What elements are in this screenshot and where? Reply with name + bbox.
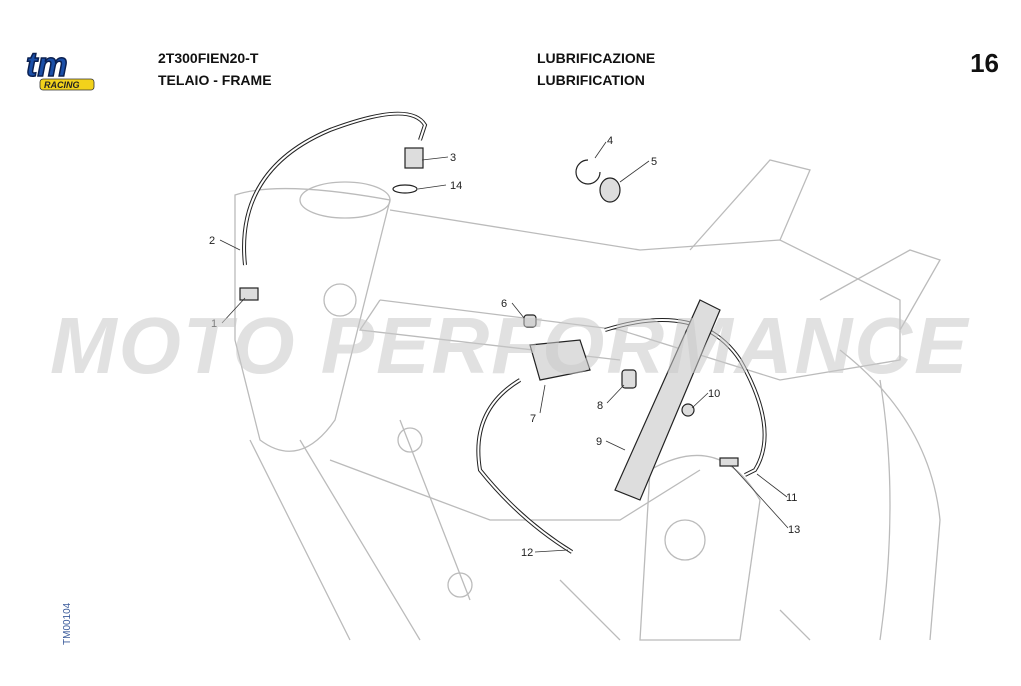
model-code: 2T300FIEN20-T (158, 50, 259, 66)
callout-4: 4 (607, 135, 613, 147)
bracket-9 (614, 299, 721, 501)
screw-13 (719, 457, 739, 467)
callout-9: 9 (596, 436, 602, 448)
callout-14: 14 (450, 180, 462, 192)
hose-inner (243, 112, 766, 553)
document-reference: TM00104 (62, 602, 73, 645)
page-number: 16 (970, 48, 999, 78)
oil-pump-fitting-3 (404, 147, 424, 169)
o-ring-14 (392, 184, 418, 194)
oil-tank-bracket-7 (529, 339, 591, 381)
hose-fitting-1 (239, 287, 259, 301)
callout-7: 7 (530, 413, 536, 425)
svg-text:RACING: RACING (44, 80, 80, 90)
tm-racing-logo: tm RACING (22, 45, 112, 92)
callout-2: 2 (209, 235, 215, 247)
section-title: TELAIO - FRAME (158, 72, 272, 88)
callout-10: 10 (708, 388, 720, 400)
nut-10 (681, 403, 695, 417)
header-center: LUBRIFICAZIONE LUBRIFICATION (537, 47, 655, 91)
callout-8: 8 (597, 400, 603, 412)
bushing-5 (599, 177, 621, 203)
title-italian: LUBRIFICAZIONE (537, 50, 656, 66)
silent-block-8 (621, 369, 637, 389)
grommet-6 (523, 314, 537, 328)
leader-lines (219, 141, 789, 553)
callout-6: 6 (501, 298, 507, 310)
svg-text:tm: tm (26, 50, 68, 84)
watermark: MOTO PERFORMANCE (50, 301, 970, 390)
callout-labels: 1 2 3 4 5 6 7 8 9 10 11 12 13 14 (209, 135, 800, 559)
callout-1: 1 (211, 318, 217, 330)
callout-12: 12 (521, 547, 533, 559)
frame-outline (234, 159, 941, 641)
callout-5: 5 (651, 156, 657, 168)
callout-3: 3 (450, 152, 456, 164)
callout-11: 11 (786, 492, 797, 504)
header-left: 2T300FIEN20-T TELAIO - FRAME (158, 47, 272, 91)
parts (239, 147, 739, 501)
title-english: LUBRIFICATION (537, 72, 645, 88)
circlip-4 (575, 159, 601, 185)
callout-13: 13 (788, 524, 800, 536)
